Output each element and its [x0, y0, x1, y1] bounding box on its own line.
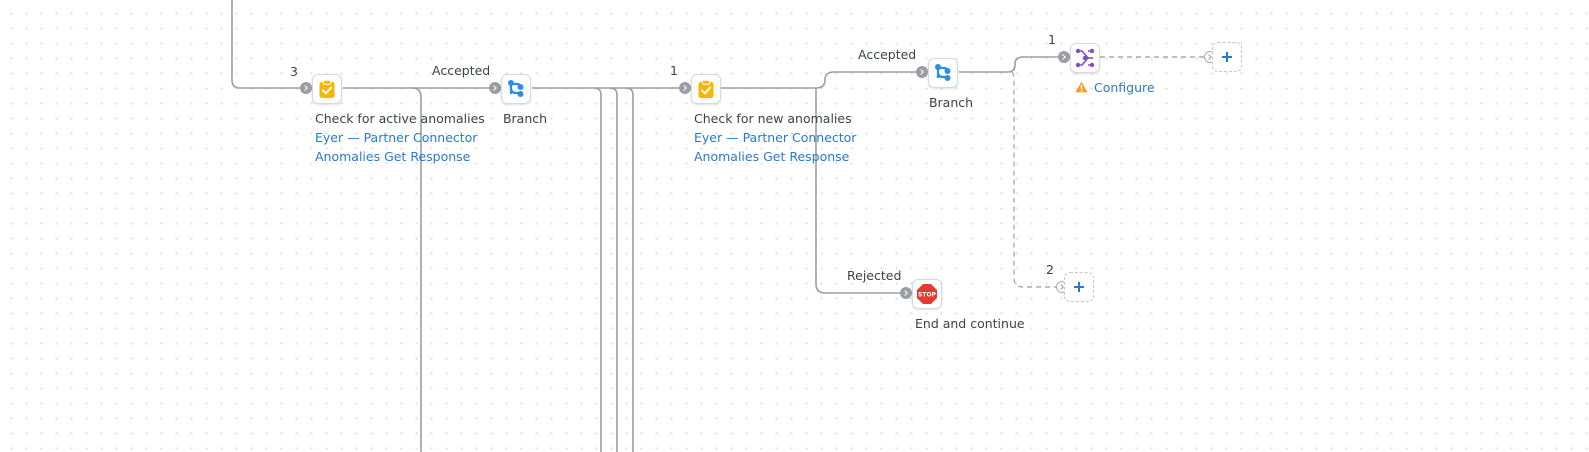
- check-new-title: Check for new anomalies: [694, 111, 852, 126]
- check-new-connector-link[interactable]: Eyer — Partner Connector: [694, 130, 857, 145]
- check-active-operation-link[interactable]: Anomalies Get Response: [315, 149, 471, 164]
- clipboard-check-icon: [317, 79, 337, 99]
- configure-node[interactable]: [1070, 43, 1100, 73]
- configure-title: Configure: [1094, 80, 1155, 95]
- stop-sign-text: STOP: [918, 291, 937, 298]
- branch-icon: [932, 62, 954, 84]
- configure-link[interactable]: Configure: [1075, 80, 1155, 97]
- check-new-operation-link[interactable]: Anomalies Get Response: [694, 149, 850, 164]
- input-port[interactable]: [916, 66, 928, 78]
- step-index: 2: [1046, 262, 1054, 277]
- step-index: 1: [670, 63, 678, 78]
- add-step-button[interactable]: [1064, 272, 1094, 302]
- check-active-connector-link[interactable]: Eyer — Partner Connector: [315, 130, 478, 145]
- input-port[interactable]: [489, 82, 501, 94]
- input-port[interactable]: [679, 82, 691, 94]
- add-step-button[interactable]: [1212, 42, 1242, 72]
- step-index: 1: [1048, 32, 1056, 47]
- edge-label-accepted: Accepted: [432, 63, 491, 78]
- branch-icon: [505, 78, 527, 100]
- branch-1-title: Branch: [502, 111, 548, 126]
- check-active-anomalies-node[interactable]: [312, 74, 342, 104]
- input-port[interactable]: [300, 82, 312, 94]
- end-and-continue-node[interactable]: STOP: [912, 279, 942, 309]
- edge-to-branch-2: [815, 71, 916, 89]
- clipboard-check-icon: [696, 79, 716, 99]
- edge-branch-1-down-b: [609, 87, 618, 452]
- edge-check-active-down: [411, 87, 422, 452]
- stop-sign-icon: STOP: [916, 283, 938, 305]
- branch-2-title: Branch: [928, 95, 974, 110]
- check-active-title: Check for active anomalies: [315, 111, 485, 126]
- workflow-icon: [1074, 47, 1096, 69]
- input-port[interactable]: [900, 287, 912, 299]
- check-new-anomalies-node[interactable]: [691, 74, 721, 104]
- end-and-continue-title: End and continue: [915, 316, 1025, 331]
- edge-to-end-continue: [815, 88, 900, 294]
- edge-label-accepted: Accepted: [858, 47, 917, 62]
- edge-branch-1-down-a: [593, 87, 602, 452]
- plus-icon: [1073, 278, 1085, 297]
- edge-label-rejected: Rejected: [847, 268, 902, 283]
- plus-icon: [1221, 48, 1233, 67]
- edge-branch-1-down-c: [625, 87, 634, 452]
- step-index: 3: [290, 64, 298, 79]
- branch-node[interactable]: [501, 74, 531, 104]
- edge-branch-2-to-configure: [959, 56, 1058, 73]
- input-port[interactable]: [1058, 51, 1070, 63]
- edge-branch-2-to-add-2: [1011, 71, 1056, 288]
- warning-icon: [1075, 81, 1088, 97]
- edge-incoming-check-active: [231, 0, 300, 89]
- branch-node[interactable]: [928, 58, 958, 88]
